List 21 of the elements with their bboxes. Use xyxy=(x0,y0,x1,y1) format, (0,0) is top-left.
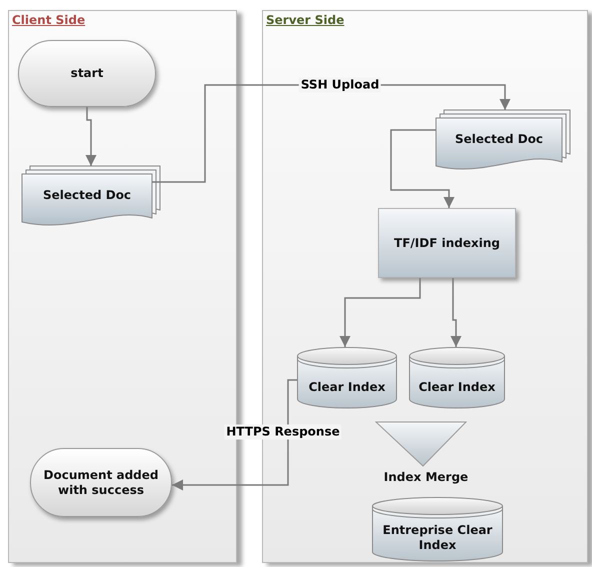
arrow xyxy=(340,278,421,347)
node-label: Clear Index xyxy=(418,380,496,395)
arrow xyxy=(450,278,462,347)
terminator-shape xyxy=(18,40,156,107)
node-label: Document added with success xyxy=(42,468,160,498)
arrow xyxy=(390,129,454,208)
lane-title: Server Side xyxy=(266,13,344,27)
node-label: Index Merge xyxy=(382,470,470,485)
node-label: Selected Doc xyxy=(42,188,132,203)
node-label: start xyxy=(70,66,104,81)
terminator-shape xyxy=(30,448,172,517)
node-label: Clear Index xyxy=(308,380,386,395)
edge-label: HTTPS Response xyxy=(224,424,342,440)
edge-label: SSH Upload xyxy=(298,78,382,92)
arrow xyxy=(86,107,96,166)
node-label: TF/IDF indexing xyxy=(393,236,501,250)
lane-title: Client Side xyxy=(12,13,86,27)
node-label: Entreprise Clear Index xyxy=(382,523,494,553)
node-label: Selected Doc xyxy=(454,132,544,147)
process-box xyxy=(378,208,516,278)
arrow xyxy=(172,379,297,490)
